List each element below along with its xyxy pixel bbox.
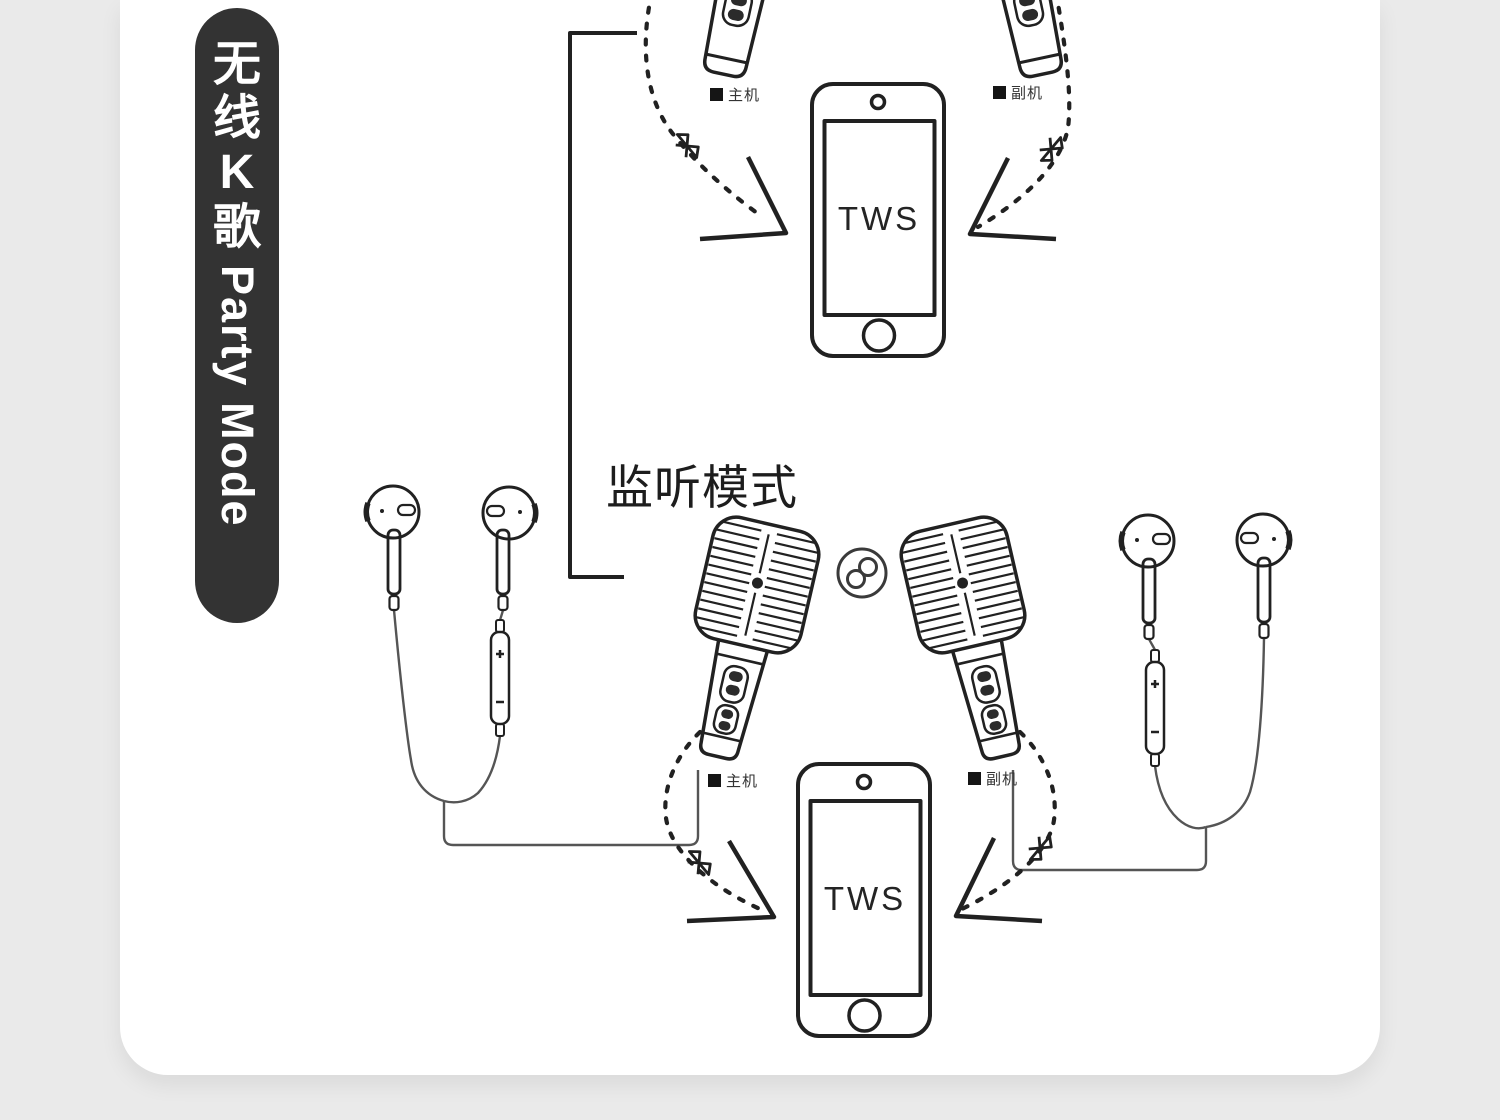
left-earphones-wire [392, 609, 700, 847]
top-left-bluetooth-link [643, 0, 760, 216]
top-sub-unit-label: 副机 [993, 82, 1043, 103]
bottom-phone-screen-text: TWS [823, 880, 907, 917]
top-sub-unit-label-text: 副机 [1011, 85, 1044, 102]
mode-banner-latin-text: Party Mode [212, 264, 263, 528]
bottom-sub-unit-label: 副机 [968, 768, 1018, 789]
legend-square-icon [993, 86, 1006, 99]
bottom-left-arrow [686, 839, 777, 924]
monitor-mode-title: 监听模式 [606, 461, 798, 514]
top-right-bluetooth-link [975, 0, 1072, 230]
bottom-phone-camera-icon [855, 773, 873, 791]
bottom-phone-home-button-icon [847, 998, 882, 1033]
bottom-right-mic [896, 512, 1055, 768]
bottom-left-mic [665, 512, 824, 768]
top-right-mic [980, 0, 1070, 82]
bluetooth-icon [1033, 130, 1069, 168]
legend-square-icon [710, 88, 723, 101]
top-main-unit-label: 主机 [710, 84, 760, 105]
bottom-left-bluetooth-link [663, 729, 765, 913]
left-earphones [366, 486, 535, 738]
legend-square-icon [968, 772, 981, 785]
bottom-right-arrow [953, 837, 1043, 924]
bottom-sub-unit-label-text: 副机 [986, 771, 1019, 788]
bottom-right-bluetooth-link [957, 729, 1057, 913]
top-right-arrow [967, 156, 1057, 242]
mode-banner: 无线K歌 Party Mode [195, 8, 279, 623]
section-bracket [568, 31, 637, 579]
bluetooth-icon [669, 127, 705, 165]
top-left-mic [696, 0, 786, 82]
link-pairing-icon [836, 547, 888, 599]
bluetooth-icon [681, 844, 717, 882]
top-phone [810, 82, 946, 358]
top-phone-home-button-icon [861, 318, 897, 353]
top-phone-screen-text: TWS [837, 200, 921, 237]
volume-remote [489, 618, 511, 738]
volume-remote [1144, 648, 1166, 768]
right-earphones-wire [1011, 637, 1266, 872]
bottom-phone [796, 762, 932, 1038]
bottom-main-unit-label: 主机 [708, 770, 758, 791]
bottom-main-unit-label-text: 主机 [726, 773, 759, 790]
top-main-unit-label-text: 主机 [728, 87, 761, 104]
top-phone-camera-icon [869, 93, 887, 111]
mode-banner-cjk-text: 无线K歌 [213, 38, 262, 254]
legend-square-icon [708, 774, 721, 787]
top-left-arrow [699, 155, 789, 242]
